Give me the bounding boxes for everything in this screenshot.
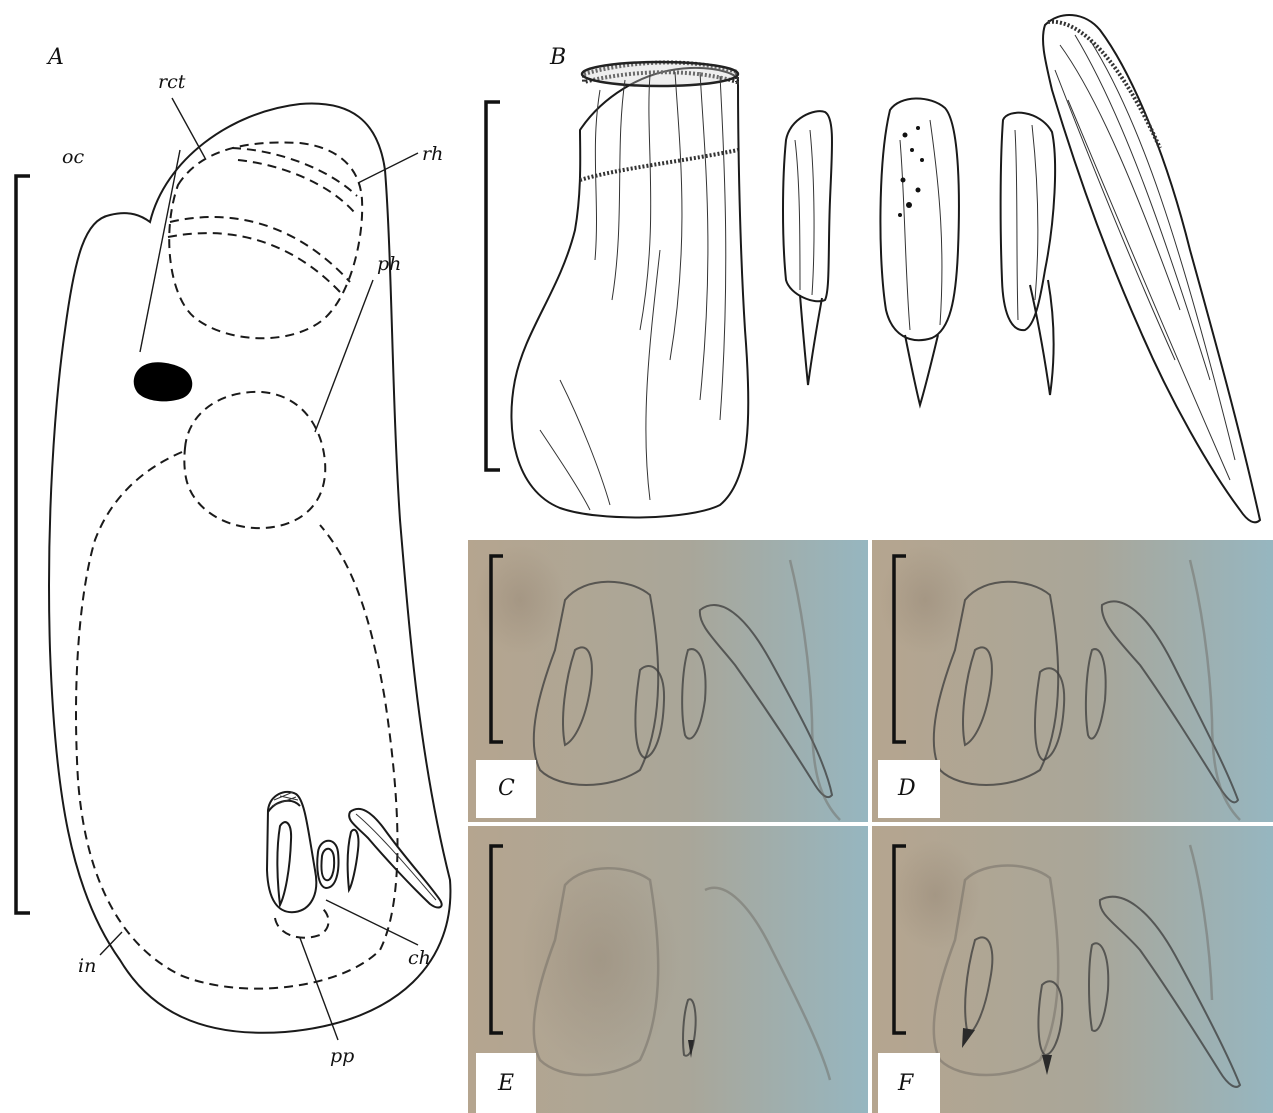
panel-c-label: C: [498, 776, 515, 801]
label-pp: pp: [330, 1045, 354, 1067]
label-rct: rct: [158, 71, 186, 93]
rhynchocoel-inner-line-4: [168, 233, 340, 292]
label-oc: oc: [62, 146, 84, 168]
panel-e-label: E: [497, 1071, 514, 1096]
panel-d: D: [872, 540, 1273, 822]
large-diagonal-stylet: [1043, 15, 1260, 522]
label-ph: ph: [377, 253, 401, 275]
panel-a-label: A: [46, 45, 64, 70]
ocellus: [134, 362, 193, 401]
panel-b-label: B: [549, 45, 566, 70]
rhynchocoel-inner-line-1: [232, 148, 357, 196]
panel-c: C: [468, 540, 868, 822]
leader-ch: [326, 900, 418, 945]
scale-bar-a: [16, 176, 30, 913]
panel-f-label: F: [897, 1071, 914, 1096]
stylet-apparatus-small: [267, 792, 442, 912]
panel-a: A: [16, 45, 450, 1067]
stylet-basis: [511, 62, 748, 517]
leader-pp: [300, 938, 338, 1040]
rhynchocoel-inner-line-3: [170, 217, 350, 282]
intestine: [76, 452, 398, 989]
leader-rh: [358, 153, 418, 183]
central-stylet: [880, 98, 959, 405]
label-rh: rh: [422, 143, 443, 165]
proboscis-pore: [275, 908, 329, 938]
leader-rct: [172, 98, 205, 158]
label-ch: ch: [408, 947, 431, 969]
panel-b: B: [486, 15, 1260, 522]
leader-in: [100, 932, 122, 955]
rhynchocoel-inner-line-2: [238, 160, 354, 212]
accessory-stylet-2: [1001, 113, 1055, 395]
label-in: in: [78, 955, 96, 977]
accessory-stylet-1: [783, 111, 832, 385]
panel-e: E: [468, 826, 868, 1113]
rhynchocoel: [169, 142, 362, 338]
leader-oc: [140, 150, 180, 352]
panel-d-label: D: [897, 776, 916, 801]
scale-bar-b: [486, 102, 500, 470]
body-outline: [49, 104, 450, 1033]
pharynx: [184, 392, 325, 528]
panel-f: F: [872, 826, 1273, 1113]
leader-ph: [315, 280, 373, 432]
